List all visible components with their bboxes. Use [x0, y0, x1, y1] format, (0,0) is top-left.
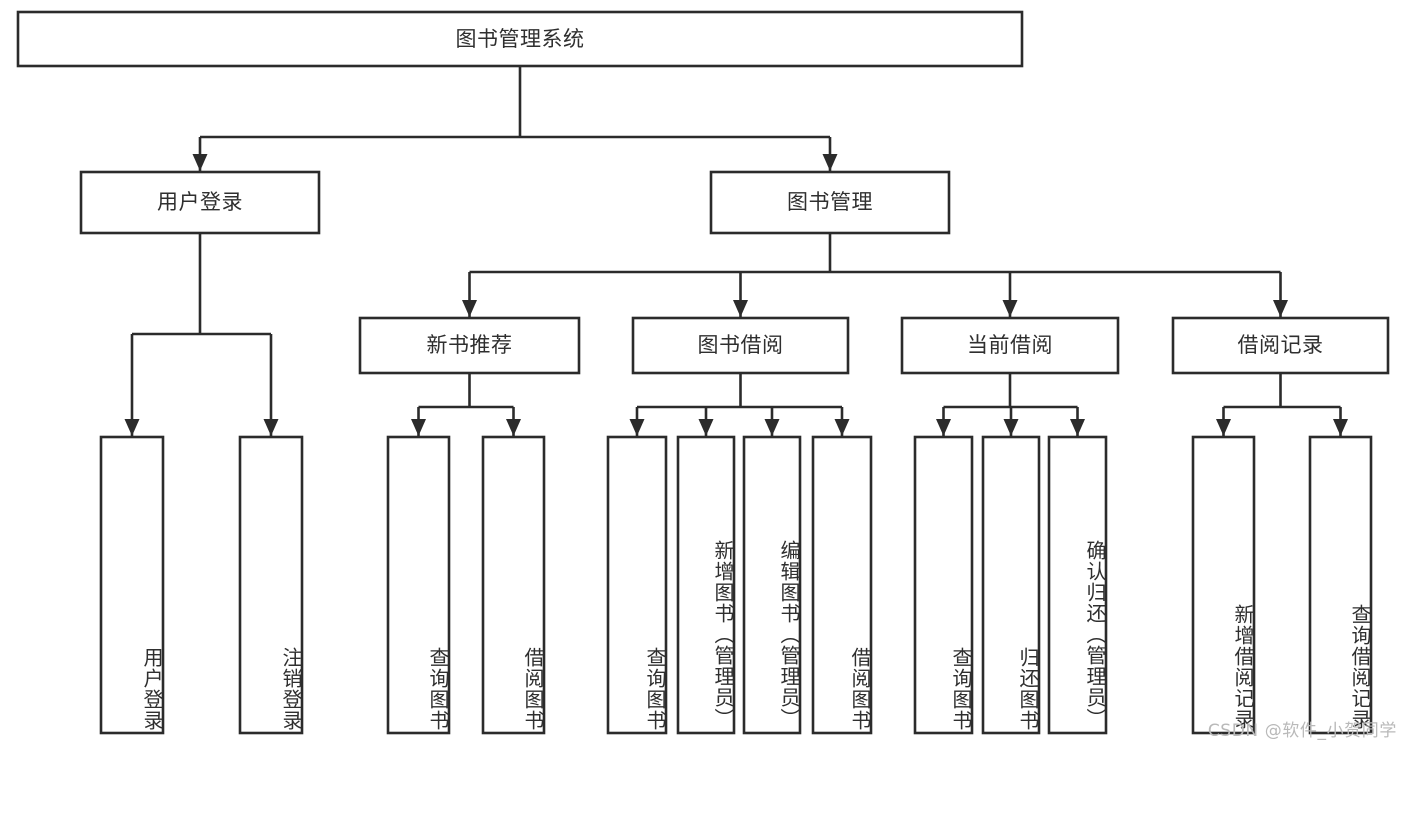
arrow-head-icon — [411, 419, 426, 436]
node-box-query-book-2 — [606, 435, 668, 735]
node-box-borrow-book-2 — [811, 435, 873, 735]
arrow-head-icon — [629, 419, 645, 436]
node-box-confirm-return-admin — [1047, 435, 1108, 735]
node-box-user-logout — [238, 435, 304, 735]
arrow-head-icon — [1002, 300, 1018, 317]
node-box-current-borrow — [900, 316, 1120, 375]
arrow-head-icon — [1216, 419, 1231, 436]
arrow-head-icon — [192, 154, 208, 171]
diagram-canvas: 图书管理系统用户登录图书管理用户登录注销登录新书推荐图书借阅当前借阅借阅记录查询… — [16, 10, 1397, 741]
node-box-user-login-do — [99, 435, 165, 735]
arrow-head-icon — [1273, 300, 1288, 317]
arrow-head-icon — [1333, 419, 1348, 436]
arrow-head-icon — [733, 300, 748, 317]
node-box-user-login — [79, 170, 321, 235]
connectors-layer — [124, 66, 1348, 436]
node-box-borrow-book-1 — [481, 435, 546, 735]
arrow-head-icon — [263, 419, 279, 436]
node-box-edit-book-admin — [742, 435, 802, 735]
tree-diagram-svg — [16, 10, 1390, 735]
node-box-query-book-3 — [913, 435, 974, 735]
arrow-head-icon — [698, 419, 714, 436]
arrow-head-icon — [1003, 419, 1019, 436]
node-box-add-book-admin — [676, 435, 736, 735]
node-box-query-borrow-record — [1308, 435, 1373, 735]
arrow-head-icon — [1070, 419, 1085, 436]
node-box-root — [16, 10, 1024, 68]
node-box-query-book-1 — [386, 435, 451, 735]
arrow-head-icon — [506, 419, 521, 436]
arrow-head-icon — [936, 419, 951, 436]
node-box-return-book — [981, 435, 1041, 735]
arrow-head-icon — [822, 154, 838, 171]
arrow-head-icon — [462, 300, 477, 317]
arrow-head-icon — [764, 419, 780, 436]
node-box-book-manage — [709, 170, 951, 235]
node-box-borrow-record — [1171, 316, 1390, 375]
node-box-new-book-recommend — [358, 316, 581, 375]
boxes-layer — [16, 10, 1390, 735]
arrow-head-icon — [124, 419, 140, 436]
arrow-head-icon — [834, 419, 850, 436]
node-box-add-borrow-record — [1191, 435, 1256, 735]
node-box-book-borrow — [631, 316, 850, 375]
